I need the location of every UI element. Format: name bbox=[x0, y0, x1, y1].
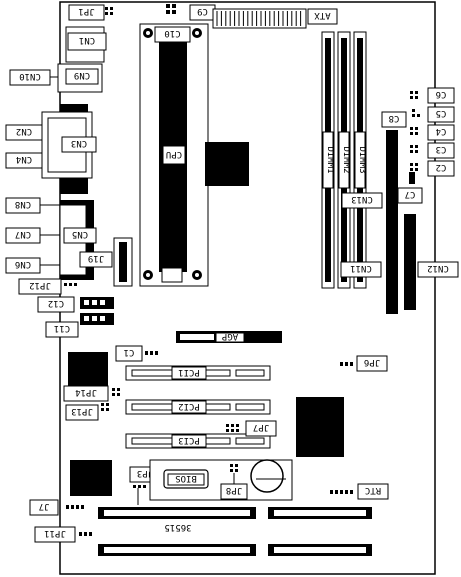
j7-label: J7 bbox=[39, 501, 50, 511]
j19-label: J19 bbox=[88, 253, 104, 263]
dimm3-label: DIMM3 bbox=[357, 146, 367, 173]
pci3-slot: PCI3 bbox=[125, 433, 271, 449]
cn8-label: CN8 bbox=[15, 199, 31, 209]
dimm2-label: DIMM2 bbox=[341, 146, 351, 173]
audio-chip bbox=[70, 460, 112, 496]
cn9-connector: CN9 CN10 bbox=[9, 63, 103, 93]
j19-connector: J19 bbox=[79, 237, 133, 287]
c5-label: C5 bbox=[436, 108, 447, 118]
c6-jumper: C6 bbox=[410, 87, 455, 104]
c4-label: C4 bbox=[436, 126, 447, 136]
cn13-label: CN13 bbox=[351, 194, 373, 204]
jp12-jumper: JP12 bbox=[18, 278, 77, 295]
c2-label: C2 bbox=[436, 162, 447, 172]
cpu-label: CPU bbox=[166, 149, 182, 159]
agp-label: AGP bbox=[221, 331, 238, 341]
c5-jumper: C5 bbox=[412, 106, 455, 123]
cn5-label: CN5 bbox=[72, 229, 88, 239]
c7-label: C7 bbox=[405, 189, 416, 199]
cn1-label: CN1 bbox=[79, 35, 95, 45]
c8-jumper: C8 bbox=[381, 111, 407, 128]
j7-connector: J7 bbox=[29, 499, 84, 516]
dimm1-label: DIMM1 bbox=[325, 146, 335, 173]
cn3-label: CN3 bbox=[71, 138, 87, 148]
jp11-label: JP11 bbox=[44, 528, 66, 538]
jp13-label: JP13 bbox=[71, 406, 93, 416]
cn5-connector: CN5 CN8 CN7 CN6 bbox=[5, 197, 97, 280]
cn4-label: CN4 bbox=[16, 154, 32, 164]
cn11-connector: CN11 bbox=[340, 222, 398, 314]
rtc-battery bbox=[250, 459, 286, 493]
jp6-jumper: JP6 bbox=[340, 355, 388, 372]
pci3-label: PCI3 bbox=[178, 435, 200, 445]
c12-jumper: C12 bbox=[37, 296, 114, 313]
cn11-label: CN11 bbox=[350, 263, 372, 273]
c10-label: C10 bbox=[164, 28, 180, 38]
jp3-label: JP3 bbox=[137, 468, 153, 478]
rtc-jumper: RTC bbox=[330, 483, 389, 500]
jp7-label: JP7 bbox=[253, 422, 269, 432]
jp1-label: JP1 bbox=[78, 6, 94, 16]
c1-label: C1 bbox=[124, 347, 135, 357]
io-controller-chip bbox=[296, 397, 344, 457]
jp14-jumper: JP14 bbox=[63, 385, 120, 402]
pci1-label: PCI1 bbox=[178, 367, 200, 377]
c2-jumper: C2 bbox=[410, 160, 455, 177]
jp12-label: JP12 bbox=[29, 280, 51, 290]
c8-label: C8 bbox=[389, 113, 400, 123]
jp11-jumper: JP11 bbox=[34, 526, 92, 543]
atx-power-connector: ATX bbox=[212, 8, 338, 29]
south-bridge-chip bbox=[68, 352, 108, 390]
agp-slot: AGP bbox=[176, 331, 282, 343]
jp1-jumper: JP1 bbox=[68, 4, 113, 21]
c4-jumper: C4 bbox=[410, 124, 455, 141]
jp13-jumper: JP13 bbox=[65, 403, 109, 421]
cn9-label: CN9 bbox=[74, 70, 90, 80]
c9-label: C9 bbox=[197, 6, 208, 16]
cn13-connector: CN13 bbox=[341, 130, 398, 240]
cn7-label: CN7 bbox=[15, 229, 31, 239]
c6-label: C6 bbox=[436, 89, 447, 99]
jp8-label: JP8 bbox=[226, 485, 242, 495]
dimm-slots: DIMM1 DIMM2 DIMM3 bbox=[321, 31, 367, 289]
cn2-label: CN2 bbox=[16, 126, 32, 136]
c12-label: C12 bbox=[48, 298, 64, 308]
isa-slots bbox=[98, 507, 372, 556]
c11-jumper: C11 bbox=[45, 313, 114, 338]
c3-jumper: C3 bbox=[410, 142, 455, 159]
cn1-connector: CN1 bbox=[65, 26, 107, 63]
cpu-slot: C10 CPU bbox=[139, 23, 209, 287]
pci2-label: PCI2 bbox=[178, 401, 200, 411]
cn12-label: CN12 bbox=[427, 263, 449, 273]
jp8-jumper: JP8 bbox=[220, 464, 248, 500]
pci1-slot: PCI1 bbox=[125, 365, 271, 381]
c11-label: C11 bbox=[54, 323, 70, 333]
jp6-label: JP6 bbox=[364, 357, 380, 367]
c1-jumper: C1 bbox=[115, 345, 158, 362]
bios-label: BIOS bbox=[175, 473, 197, 483]
c7-jumper: C7 bbox=[397, 172, 423, 204]
c3-label: C3 bbox=[436, 144, 447, 154]
board-code-label: 36515 bbox=[164, 522, 191, 532]
cn12-connector: CN12 bbox=[404, 214, 459, 310]
atx-label: ATX bbox=[314, 10, 331, 20]
pci2-slot: PCI2 bbox=[125, 399, 271, 415]
rtc-label: RTC bbox=[365, 485, 381, 495]
cn6-label: CN6 bbox=[15, 259, 31, 269]
jp7-jumper: JP7 bbox=[226, 420, 277, 437]
north-bridge-chip bbox=[205, 142, 249, 186]
jp14-label: JP14 bbox=[75, 387, 97, 397]
cn3-connector: CN3 CN2 CN4 bbox=[5, 104, 97, 194]
cn10-label: CN10 bbox=[19, 71, 41, 81]
